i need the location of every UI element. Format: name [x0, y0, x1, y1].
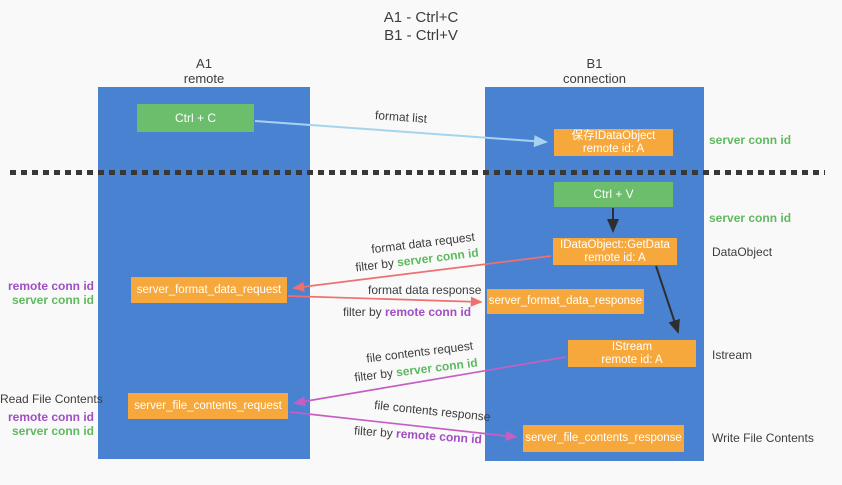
filter-by-text: filter by — [343, 305, 386, 319]
dotted-separator-line — [10, 170, 825, 175]
column-b1-name: B1 — [586, 56, 603, 71]
diagram-title: A1 - Ctrl+C B1 - Ctrl+V — [0, 9, 842, 45]
remote-conn-id-text: remote conn id — [395, 426, 483, 447]
label-filter-by-remote-conn-id-2: filter by remote conn id — [354, 424, 483, 447]
column-header-b1: B1 connection — [485, 56, 704, 86]
left-label-read-file-contents: Read File Contents — [0, 392, 103, 406]
left-label-remote-conn-id-1: remote conn id — [7, 279, 94, 293]
node-server-file-contents-response-label: server_file_contents_response — [525, 432, 682, 444]
label-format-list: format list — [374, 108, 428, 126]
column-a1-name: A1 — [196, 56, 212, 71]
right-label-write-file-contents: Write File Contents — [712, 431, 814, 445]
node-idataobject-getdata-line2: remote id: A — [584, 251, 646, 264]
column-header-a1: A1 remote — [98, 56, 310, 86]
node-istream-line2: remote id: A — [601, 353, 663, 366]
filter-by-text: filter by — [353, 365, 398, 385]
node-save-idataobject: 保存IDataObject remote id: A — [554, 129, 673, 156]
right-label-dataobject: DataObject — [712, 245, 773, 259]
label-file-contents-response: file contents response — [373, 397, 492, 425]
filter-by-text: filter by — [353, 423, 397, 441]
node-server-format-data-request: server_format_data_request — [131, 277, 287, 303]
node-ctrl-v-label: Ctrl + V — [593, 187, 634, 201]
left-label-remote-conn-id-2: remote conn id — [7, 410, 94, 424]
title-line-1: A1 - Ctrl+C — [383, 9, 459, 26]
node-istream-line1: IStream — [611, 340, 653, 353]
node-save-idataobject-line2: remote id: A — [582, 142, 645, 155]
node-ctrl-c-label: Ctrl + C — [174, 110, 216, 125]
right-label-server-conn-id-1: server conn id — [709, 133, 792, 147]
node-server-format-data-response: server_format_data_response — [487, 289, 644, 314]
left-label-server-conn-id-2: server conn id — [11, 424, 94, 438]
node-ctrl-v: Ctrl + V — [554, 182, 673, 207]
column-a1-subtitle: remote — [183, 71, 225, 86]
node-server-file-contents-response: server_file_contents_response — [523, 425, 684, 452]
filter-by-text: filter by — [354, 255, 399, 275]
node-server-format-data-request-label: server_format_data_request — [136, 283, 282, 296]
label-format-data-response: format data response — [368, 283, 482, 297]
label-filter-by-remote-conn-id-1: filter by remote conn id — [343, 305, 471, 319]
node-idataobject-getdata-line1: IDataObject::GetData — [560, 238, 670, 251]
node-ctrl-c: Ctrl + C — [137, 104, 254, 132]
node-save-idataobject-line1: 保存IDataObject — [571, 129, 656, 142]
node-idataobject-getdata: IDataObject::GetData remote id: A — [553, 238, 677, 265]
left-label-server-conn-id-1: server conn id — [11, 293, 94, 307]
node-server-format-data-response-label: server_format_data_response — [488, 295, 643, 307]
title-line-2: B1 - Ctrl+V — [384, 27, 458, 44]
node-server-file-contents-request-label: server_file_contents_request — [134, 399, 282, 412]
remote-conn-id-text: remote conn id — [385, 305, 472, 319]
node-istream: IStream remote id: A — [568, 340, 696, 367]
column-b1-subtitle: connection — [563, 71, 626, 86]
right-label-server-conn-id-2: server conn id — [709, 211, 792, 225]
right-label-istream: Istream — [712, 348, 753, 362]
node-server-file-contents-request: server_file_contents_request — [128, 393, 288, 419]
